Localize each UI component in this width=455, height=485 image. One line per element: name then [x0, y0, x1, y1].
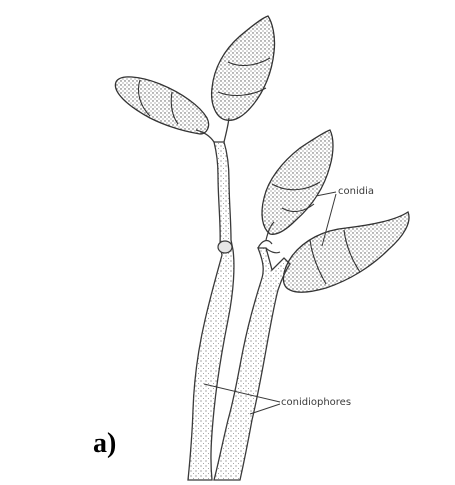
label-conidiophores: conidiophores [281, 397, 351, 408]
conidium-right-lower [283, 212, 409, 292]
panel-label: a) [93, 428, 116, 460]
conidium-right-upper [262, 130, 333, 234]
conidium-left [115, 77, 208, 134]
conidium-top [212, 16, 275, 120]
label-conidia: conidia [338, 186, 374, 197]
